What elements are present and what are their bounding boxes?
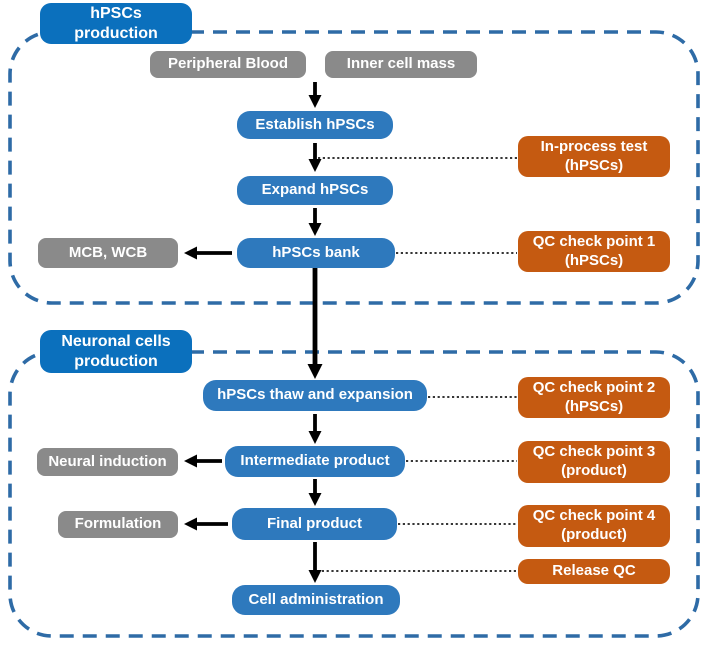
arrow-bank-to-thaw xyxy=(307,268,323,379)
node-qc-check-point-1: QC check point 1 (hPSCs) xyxy=(518,231,670,272)
node-inner-cell-mass: Inner cell mass xyxy=(325,51,477,78)
arrow-thaw-to-intermediate xyxy=(308,414,322,444)
node-qc-check-point-3: QC check point 3 (product) xyxy=(518,441,670,483)
arrow-intermediate-to-neural-induction xyxy=(184,454,222,468)
node-peripheral-blood: Peripheral Blood xyxy=(150,51,306,78)
node-final-product: Final product xyxy=(232,508,397,540)
arrow-source-to-establish xyxy=(308,82,322,108)
section-title-hpscs-production: hPSCs production xyxy=(40,3,192,44)
node-establish-hpscs: Establish hPSCs xyxy=(237,111,393,139)
arrow-bank-to-mcb xyxy=(184,246,232,260)
node-expand-hpscs: Expand hPSCs xyxy=(237,176,393,205)
node-formulation: Formulation xyxy=(58,511,178,538)
arrow-establish-to-expand xyxy=(308,143,322,172)
arrow-final-to-formulation xyxy=(184,517,228,531)
arrow-final-to-administration xyxy=(308,542,322,583)
node-release-qc: Release QC xyxy=(518,559,670,584)
node-in-process-test: In-process test (hPSCs) xyxy=(518,136,670,177)
node-qc-check-point-2: QC check point 2 (hPSCs) xyxy=(518,377,670,418)
node-mcb-wcb: MCB, WCB xyxy=(38,238,178,268)
node-qc-check-point-4: QC check point 4 (product) xyxy=(518,505,670,547)
arrow-intermediate-to-final xyxy=(308,479,322,506)
neuronal-production-boundary xyxy=(8,350,700,638)
node-intermediate-product: Intermediate product xyxy=(225,446,405,477)
node-cell-administration: Cell administration xyxy=(232,585,400,615)
node-hpscs-thaw-and-expansion: hPSCs thaw and expansion xyxy=(203,380,427,411)
hpscs-production-boundary xyxy=(8,30,700,305)
section-title-neuronal-cells-production: Neuronal cells production xyxy=(40,330,192,373)
node-neural-induction: Neural induction xyxy=(37,448,178,476)
node-hpscs-bank: hPSCs bank xyxy=(237,238,395,268)
arrow-expand-to-bank xyxy=(308,208,322,236)
